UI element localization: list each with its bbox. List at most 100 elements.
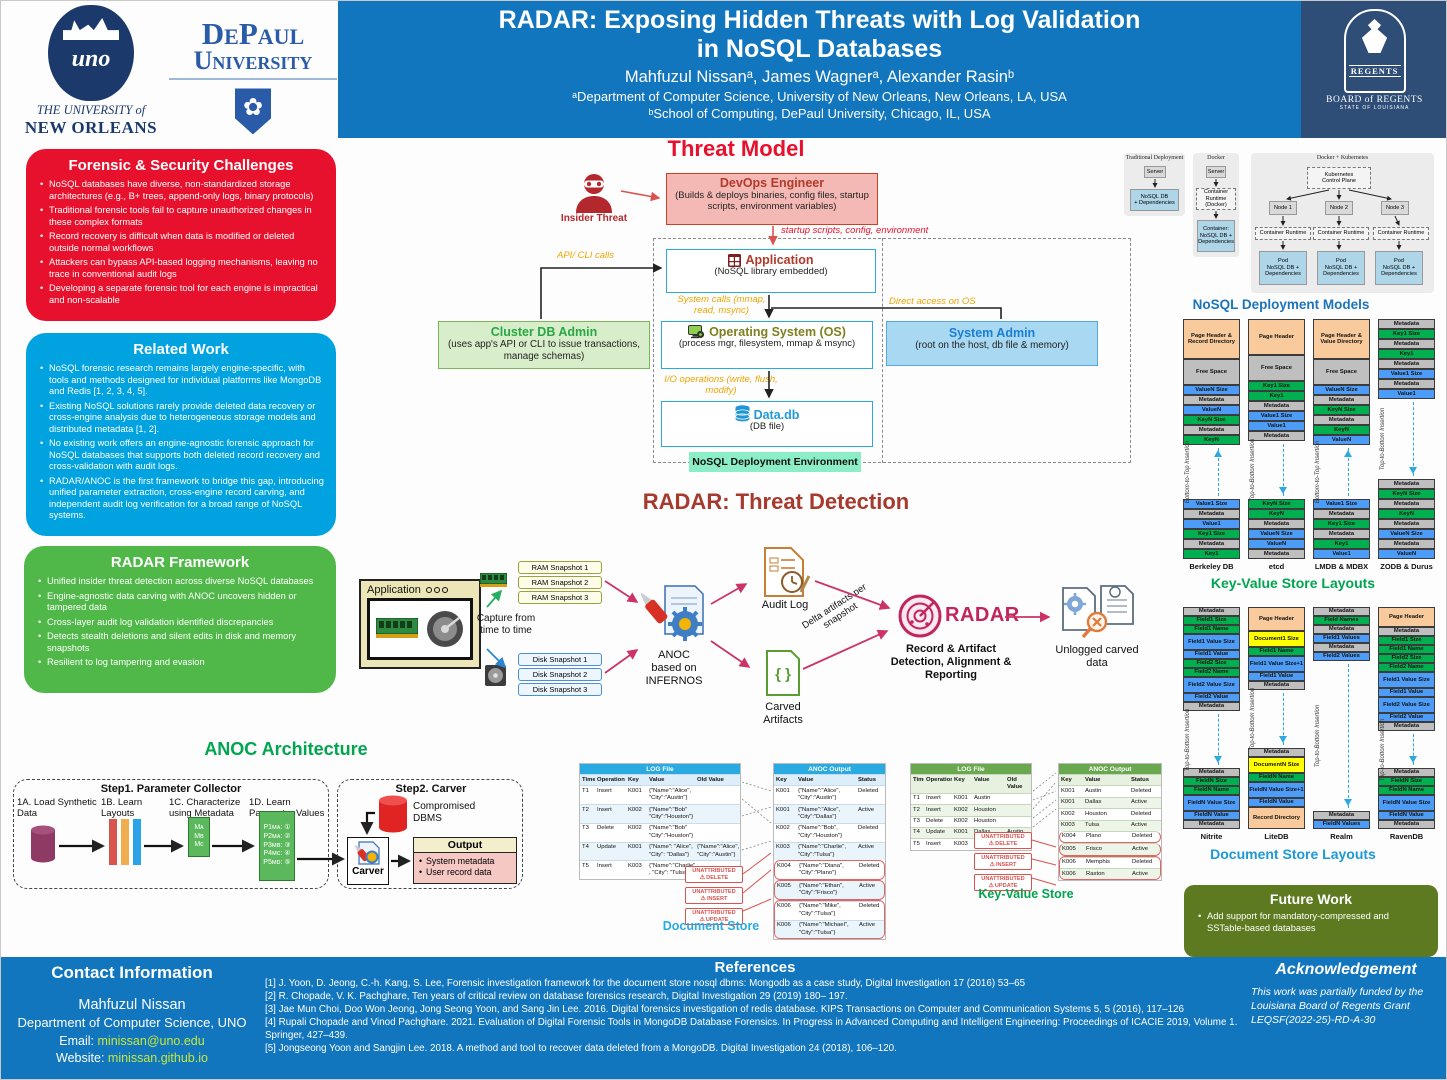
datadb-title: Data.db xyxy=(753,408,800,422)
regents-seal-text: REGENTS xyxy=(1348,65,1401,77)
unattributed-line2: ⚠INSERT xyxy=(700,896,728,902)
table-cell: Deleted xyxy=(1132,859,1153,866)
uno-logo: uno THE UNIVERSITY of NEW ORLEANS xyxy=(7,5,175,138)
layout-block: FieldN Size xyxy=(1183,777,1240,786)
insertion-direction-label: Top-to-Bottom Insertion xyxy=(1250,687,1256,751)
table-cell: Deleted xyxy=(1131,787,1152,794)
table-cell: K001 xyxy=(776,806,790,813)
radar-logo-text: RADAR xyxy=(945,604,1020,626)
output-items: System metadataUser record data xyxy=(414,853,516,883)
warning-icon: ⚠ xyxy=(699,875,706,881)
layout-block: Metadata xyxy=(1378,359,1435,369)
layout-engine-name: Berkeley DB xyxy=(1189,562,1234,571)
node-box: Node 2 xyxy=(1325,201,1353,215)
table-title: LOG File xyxy=(911,764,1031,774)
unattributed-box: UNATTRIBUTED⚠UPDATE xyxy=(974,874,1032,891)
table-cell: K001 xyxy=(1061,799,1075,806)
output-item: User record data xyxy=(418,867,512,879)
table-cell: T5 xyxy=(582,862,589,869)
syscalls-label: System calls (mmap, read, msync) xyxy=(677,294,766,316)
application-box: Application (NoSQL library embedded) xyxy=(666,249,876,293)
bullet-item: Cross-layer audit log validation identif… xyxy=(36,617,324,629)
deploy-kubernetes-arrows xyxy=(1280,189,1402,250)
layout-block: KeyN Size xyxy=(1183,415,1240,425)
layout-block: Field2 Size xyxy=(1378,654,1435,663)
carved-artifacts-label: Carved Artifacts xyxy=(763,701,803,727)
warning-icon: ⚠ xyxy=(988,883,994,889)
table-cell: K003 xyxy=(954,840,968,847)
references-title: References xyxy=(714,959,796,976)
devops-desc: (Builds & deploys binaries, config files… xyxy=(675,190,869,213)
column-header: Value xyxy=(649,776,665,783)
table-cell: {"Name":"Alice", "City":"Dallas"} xyxy=(798,806,841,820)
carver-knife-icon xyxy=(355,841,380,865)
disk-snapshot-box: Disk Snapshot 2 xyxy=(518,668,602,681)
container-runtime-box: Container Runtime xyxy=(1313,227,1369,240)
bullet-item: Traditional forensic tools fail to captu… xyxy=(38,205,324,228)
anoc-label: ANOC based on INFERNOS xyxy=(645,649,703,688)
table-cell: Insert xyxy=(926,795,941,802)
layout-block: Metadata xyxy=(1183,425,1240,435)
cluster-admin-title: Cluster DB Admin xyxy=(490,325,598,339)
bullet-item: NoSQL forensic research remains largely … xyxy=(38,363,324,398)
depaul-shield-icon: ✿ xyxy=(235,88,271,135)
table-cell: Deleted xyxy=(1132,833,1153,840)
affiliation-a: ᵃDepartment of Computer Science, Univers… xyxy=(572,89,1067,104)
layout-block: Field1 Size xyxy=(1378,636,1435,645)
table-title: ANOC Output xyxy=(774,764,885,774)
bullet-item: NoSQL databases have diverse, non-standa… xyxy=(38,179,324,202)
insertion-arrow-icon xyxy=(1279,444,1288,496)
table-cell: K005 xyxy=(1062,845,1076,852)
depaul-logo: DePaul University ✿ xyxy=(169,18,337,135)
layout-block: Field2 Name xyxy=(1183,668,1240,677)
table-cell: K001 xyxy=(628,787,642,794)
insertion-direction-label: Top-to-Bottom Insertion xyxy=(1315,704,1321,768)
layout-block: Metadata xyxy=(1183,395,1240,405)
bullet-item: Attackers can bypass API-based logging m… xyxy=(38,257,324,280)
table-cell: T1 xyxy=(582,787,589,794)
layout-block: FieldN Name xyxy=(1248,773,1305,782)
table-row: K003{"Name":"Charlie", "City":"Tulsa"}Ac… xyxy=(774,841,885,861)
layout-block: Key1 Size xyxy=(1313,519,1370,529)
layout-block: FieldN Values xyxy=(1313,820,1370,829)
email-link[interactable]: minissan@uno.edu xyxy=(97,1034,205,1048)
system-admin-desc: (root on the host, db file & memory) xyxy=(915,340,1069,351)
layout-block: KeyN Size xyxy=(1378,489,1435,499)
step2-box xyxy=(337,779,523,889)
layout-block: Field1 Size xyxy=(1183,616,1240,625)
acknowledgement-title: Acknowledgement xyxy=(1275,961,1417,978)
table-cell: K001 xyxy=(954,829,968,836)
application-machine-label: Application xyxy=(367,584,421,596)
layout-block: Free Space xyxy=(1248,355,1305,381)
layout-block: Key1 xyxy=(1183,549,1240,559)
insertion-direction-label: Top-to-Bottom Insertion xyxy=(1250,438,1256,502)
layout-block: Field2 Value Size xyxy=(1183,677,1240,693)
website-link[interactable]: minissan.github.io xyxy=(107,1051,208,1065)
layout-block: FieldN Value xyxy=(1183,811,1240,820)
insertion-gap: Top-to-Bottom Insertion xyxy=(1183,708,1240,771)
table-cell: {"Name":"Charlie", "City":"Tulsa"} xyxy=(798,844,846,858)
table-cell: Deleted xyxy=(859,862,880,869)
ram-snapshot-box: RAM Snapshot 1 xyxy=(518,561,602,574)
node-box: Node 1 xyxy=(1269,201,1297,215)
insertion-arrow-icon xyxy=(1409,402,1418,476)
disk-small-icon xyxy=(485,665,506,686)
io-label: I/O operations (write, flush, modify) xyxy=(664,374,778,396)
layout-block: Field1 Value xyxy=(1248,672,1305,681)
table-cell: Active xyxy=(858,844,875,851)
